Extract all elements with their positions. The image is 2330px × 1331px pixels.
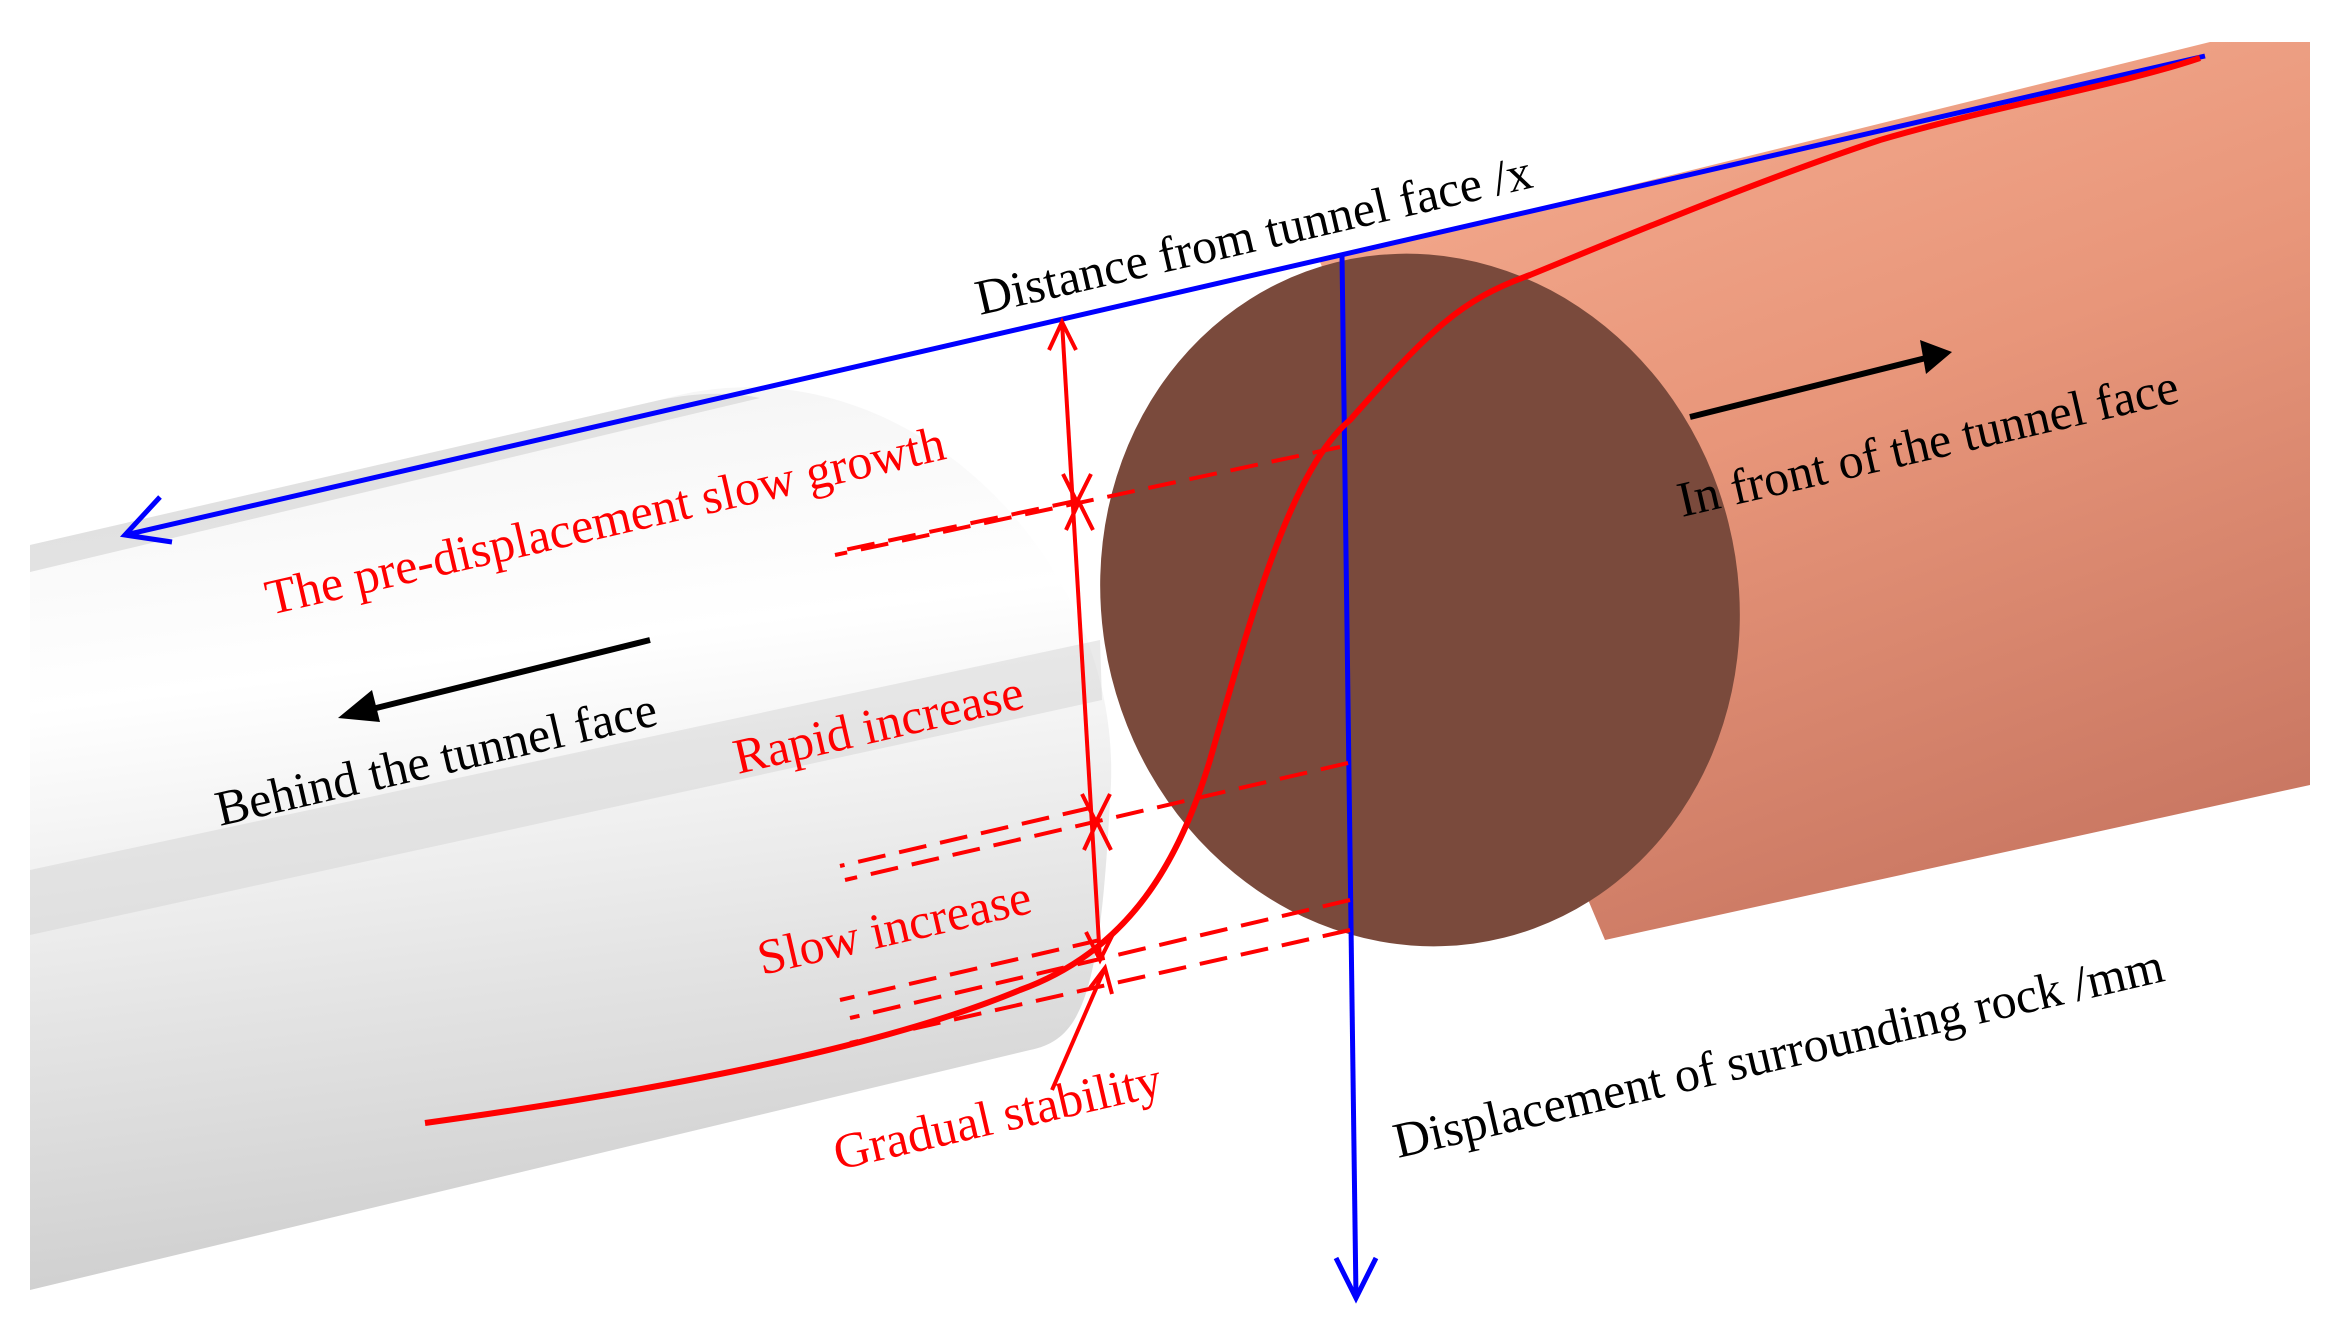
displacement-curve	[424, 55, 2201, 1126]
boundary-dash-pre	[834, 445, 1341, 557]
tunnel-lining-shadow-band	[30, 640, 1102, 935]
arrowhead-icon	[1333, 1256, 1379, 1304]
pointer-line	[1050, 967, 1107, 1091]
stage-extent-arrows	[1047, 317, 1116, 1091]
tunnel-lining-top-band	[30, 393, 760, 572]
excavated-tunnel	[30, 387, 1112, 1290]
arrow-icon-front	[1689, 354, 1931, 420]
arrowhead-icon	[119, 495, 173, 545]
direction-arrows	[338, 340, 1952, 722]
x-axis-line	[124, 53, 2206, 538]
arrowhead-icon	[1064, 497, 1095, 531]
boundary-dash-left-1	[839, 806, 1091, 868]
arrow-icon-behind	[359, 637, 651, 715]
arrowhead-icon	[338, 690, 380, 722]
extent-line	[1060, 321, 1102, 961]
arrowhead-icon	[1920, 340, 1952, 374]
arrowhead-icon	[1047, 317, 1078, 351]
x-axis	[119, 53, 2206, 545]
tunnel-face	[1100, 253, 1740, 947]
arrowhead-icon	[1082, 817, 1113, 851]
y-axis-label: Displacement of surrounding rock /mm	[1388, 937, 2169, 1169]
tunnel-lining-body	[30, 387, 1112, 1290]
boundary-dash-left-2	[839, 938, 1101, 1002]
surrounding-rock	[1100, 42, 2310, 947]
arrowhead-icon	[1088, 963, 1114, 995]
arrowhead-icon	[1084, 931, 1116, 965]
arrowhead-icon	[1061, 473, 1093, 507]
